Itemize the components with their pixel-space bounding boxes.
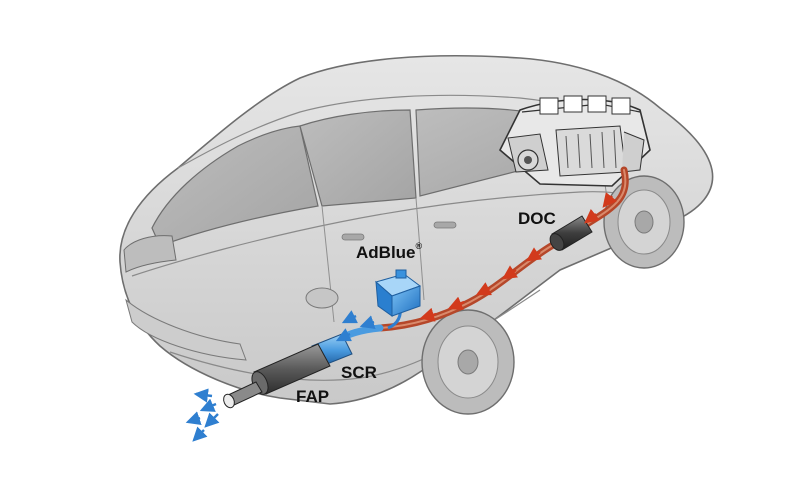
flow-arrow-icon: [199, 398, 217, 412]
scr-label: SCR: [341, 364, 377, 381]
rear-bumper: [125, 298, 247, 361]
flow-arrow-icon: [602, 192, 618, 208]
flow-arrow-icon: [192, 426, 208, 442]
flow-arrow-icon: [419, 307, 437, 322]
engine-block-icon: [499, 95, 651, 187]
fuel-cap: [305, 287, 339, 309]
flow-arrow-icon: [475, 282, 492, 296]
adblue-label: AdBlue®: [356, 241, 423, 262]
flow-arrow-icon: [447, 296, 465, 310]
tail-light: [123, 235, 177, 273]
doc-label-text: DOC: [518, 209, 556, 228]
exhaust-flow-arrows: [419, 192, 618, 322]
flow-arrow-icon: [185, 411, 202, 426]
flow-arrow-icon: [502, 265, 518, 280]
treated-flow-arrows: [185, 310, 376, 442]
fap-label-text: FAP: [296, 387, 330, 406]
adblue-label-text: AdBlue: [356, 243, 416, 262]
flow-arrow-icon: [341, 310, 358, 324]
flow-arrow-icon: [193, 388, 213, 403]
flow-arrow-icon: [204, 412, 220, 428]
fap-muffler: [223, 343, 331, 409]
front-wheel: [603, 175, 685, 269]
door-handle-front: [433, 221, 457, 229]
doc-label: DOC: [518, 210, 556, 227]
rear-window: [151, 125, 319, 247]
scr-label-text: SCR: [341, 363, 377, 382]
side-window-rear: [299, 109, 417, 207]
rear-wheel: [421, 309, 515, 415]
fap-label: FAP: [296, 388, 329, 405]
doc-catalyst: [549, 215, 593, 251]
flow-arrow-icon: [359, 315, 376, 330]
door-handle-rear: [341, 233, 365, 241]
adblue-registered-mark: ®: [415, 241, 423, 251]
flow-arrow-icon: [584, 208, 600, 224]
flow-arrow-icon: [526, 247, 542, 262]
adblue-tank-icon: [374, 269, 422, 317]
flow-arrow-icon: [335, 328, 352, 342]
